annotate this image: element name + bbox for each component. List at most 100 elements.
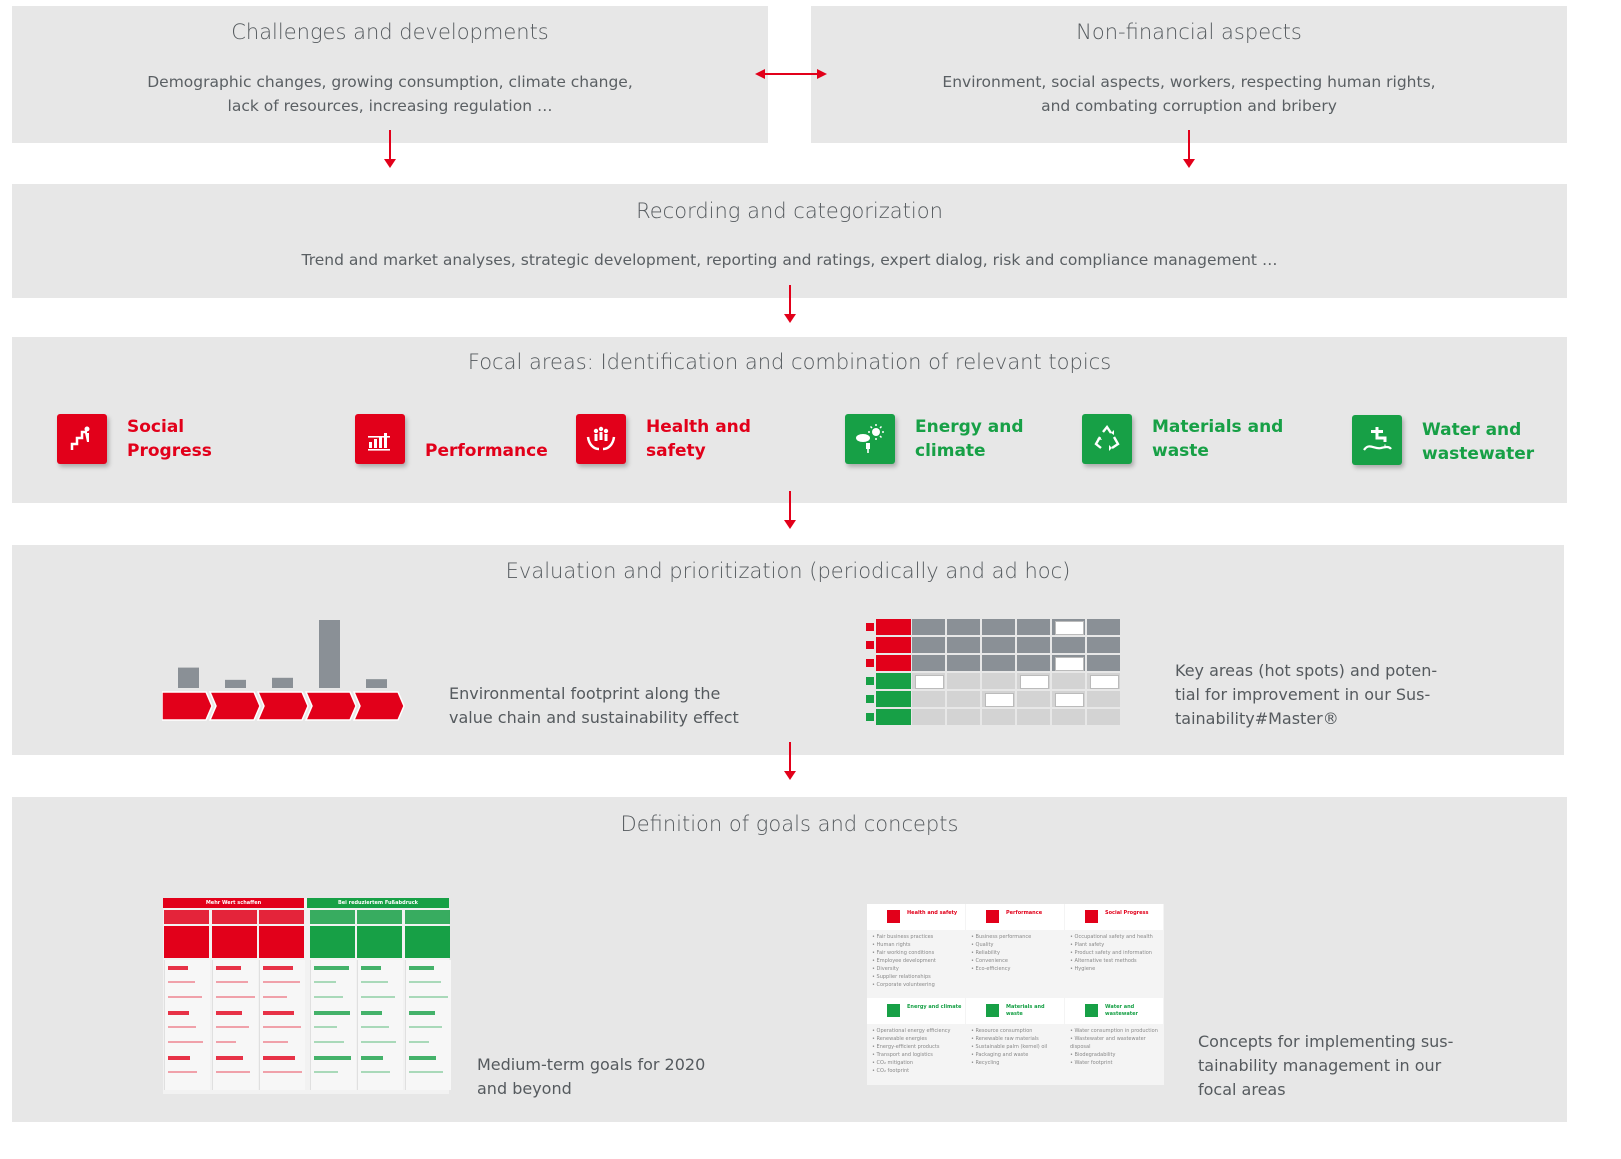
concept-item: • Supplier relationships (872, 974, 931, 980)
footprint-caption-line-2: value chain and sustainability effect (449, 708, 739, 727)
matrix-row-icon (866, 695, 874, 703)
poster-text-line (215, 1026, 249, 1028)
poster-text-line (215, 981, 248, 983)
goals-caption-line-1: Medium-term goals for 2020 (477, 1055, 706, 1074)
matrix-row-icon (866, 677, 874, 685)
concept-icon (887, 910, 900, 923)
sustainability-master-matrix (864, 619, 1124, 725)
matrix-cell (1052, 637, 1085, 653)
footprint-caption: Environmental footprint along the value … (449, 682, 739, 730)
matrix-cell (947, 691, 980, 707)
poster-text-line (263, 1026, 301, 1028)
concept-item: • Water consumption in production (1070, 1028, 1158, 1034)
concept-items: • Fair business practices • Human rights •… (872, 933, 964, 989)
poster-text-line (361, 996, 395, 998)
concepts-table-thumbnail: Health and safety • Fair business practic… (867, 904, 1164, 1085)
matrix-cell (912, 709, 945, 725)
concept-item: • Quality (971, 942, 994, 948)
matrix-row-header (876, 709, 911, 725)
matrix-row-header (876, 691, 911, 707)
poster-text-line (168, 1026, 196, 1028)
matrix-cell (1087, 691, 1120, 707)
poster-text-line (408, 1011, 435, 1015)
concept-item: • Biodegradability (1070, 1052, 1116, 1058)
concept-item: • Fair business practices (872, 934, 934, 940)
concept-item: • CO₂ footprint (872, 1068, 910, 1074)
matrix-cell (947, 673, 980, 689)
evaluation-panel: Evaluation and prioritization (periodica… (12, 545, 1564, 755)
concept-item: • Convenience (971, 958, 1008, 964)
matrix-cell (1052, 691, 1085, 707)
concept-title: Performance (1006, 910, 1043, 916)
matrix-row-header (876, 637, 911, 653)
evaluation-title: Evaluation and prioritization (periodica… (505, 559, 1071, 583)
value-chain-step (352, 691, 405, 721)
concept-header: Social Progress (1065, 904, 1163, 930)
concept-item: • Product safety and information (1070, 950, 1152, 956)
recording-panel: Recording and categorization Trend and m… (12, 184, 1567, 298)
goals-poster-header-red: Mehr Wert schaffen (163, 898, 304, 908)
matrix-row-icon (866, 623, 874, 631)
poster-text-line (168, 981, 195, 983)
matrix-cell (1087, 637, 1120, 653)
concept-icon (986, 910, 999, 923)
matrix-hotspot (985, 693, 1014, 707)
concept-item: • Human rights (872, 942, 911, 948)
focal-label-materials-waste: Materials and waste (1152, 417, 1284, 461)
poster-column-header (357, 910, 402, 924)
poster-text-line (215, 1041, 236, 1043)
goals-poster-header-green: Bei reduziertem Fußabdruck (307, 898, 449, 908)
poster-text-line (361, 1011, 382, 1015)
challenges-title: Challenges and developments (231, 20, 549, 44)
matrix-cell (982, 637, 1015, 653)
poster-text-line (408, 1041, 429, 1043)
poster-text-line (168, 966, 188, 970)
concept-items: • Resource consumption• Renewable raw ma… (971, 1027, 1063, 1067)
matrix-hotspot (915, 675, 944, 689)
matrix-cell (1017, 619, 1050, 635)
poster-text-line (313, 981, 336, 983)
focal-item-energy-climate: Energy and climate (845, 414, 1024, 464)
poster-text-line (313, 1011, 350, 1015)
matrix-cell (912, 655, 945, 671)
concept-item: • Hygiene (1070, 966, 1096, 972)
matrix-cell (912, 637, 945, 653)
matrix-hotspot (1055, 621, 1084, 635)
poster-text-line (263, 966, 293, 970)
nonfinancial-panel: Non-financial aspects Environment, socia… (811, 6, 1567, 143)
poster-column-header (211, 910, 257, 924)
poster-column-header (404, 910, 450, 924)
matrix-row-header (876, 655, 911, 671)
concept-item: • Energy-efficient products (872, 1044, 940, 1050)
concepts-caption-line-2: tainability management in our (1198, 1056, 1442, 1075)
matrix-row-icon (866, 713, 874, 721)
poster-column-band (164, 926, 209, 958)
footprint-bar (319, 620, 340, 688)
concepts-caption: Concepts for implementing sus- tainabili… (1198, 1030, 1453, 1102)
concept-item: • Recycling (971, 1060, 1000, 1066)
matrix-cell (1017, 673, 1050, 689)
matrix-cell (1087, 619, 1120, 635)
concepts-caption-line-1: Concepts for implementing sus- (1198, 1032, 1454, 1051)
poster-column-header (164, 910, 209, 924)
poster-column-header (259, 910, 304, 924)
matrix-cell (912, 673, 945, 689)
poster-column-band (404, 926, 450, 958)
poster-text-line (408, 981, 441, 983)
recording-line-1: Trend and market analyses, strategic dev… (301, 251, 1278, 269)
nonfinancial-title: Non-financial aspects (1076, 20, 1302, 44)
matrix-cell (1087, 709, 1120, 725)
arrow-down-2 (1183, 130, 1195, 168)
social-progress-icon (57, 414, 107, 464)
poster-text-line (168, 1056, 190, 1060)
concept-header: Health and safety (867, 904, 965, 930)
concept-item: • Resource consumption (971, 1028, 1033, 1034)
concept-icon (1085, 1004, 1098, 1017)
poster-text-line (313, 1026, 337, 1028)
poster-column-body (404, 960, 451, 1090)
matrix-cell (982, 655, 1015, 671)
value-chain-step (304, 691, 357, 721)
matrix-row-header (876, 673, 911, 689)
poster-column-body (259, 960, 305, 1090)
matrix-cell (982, 691, 1015, 707)
